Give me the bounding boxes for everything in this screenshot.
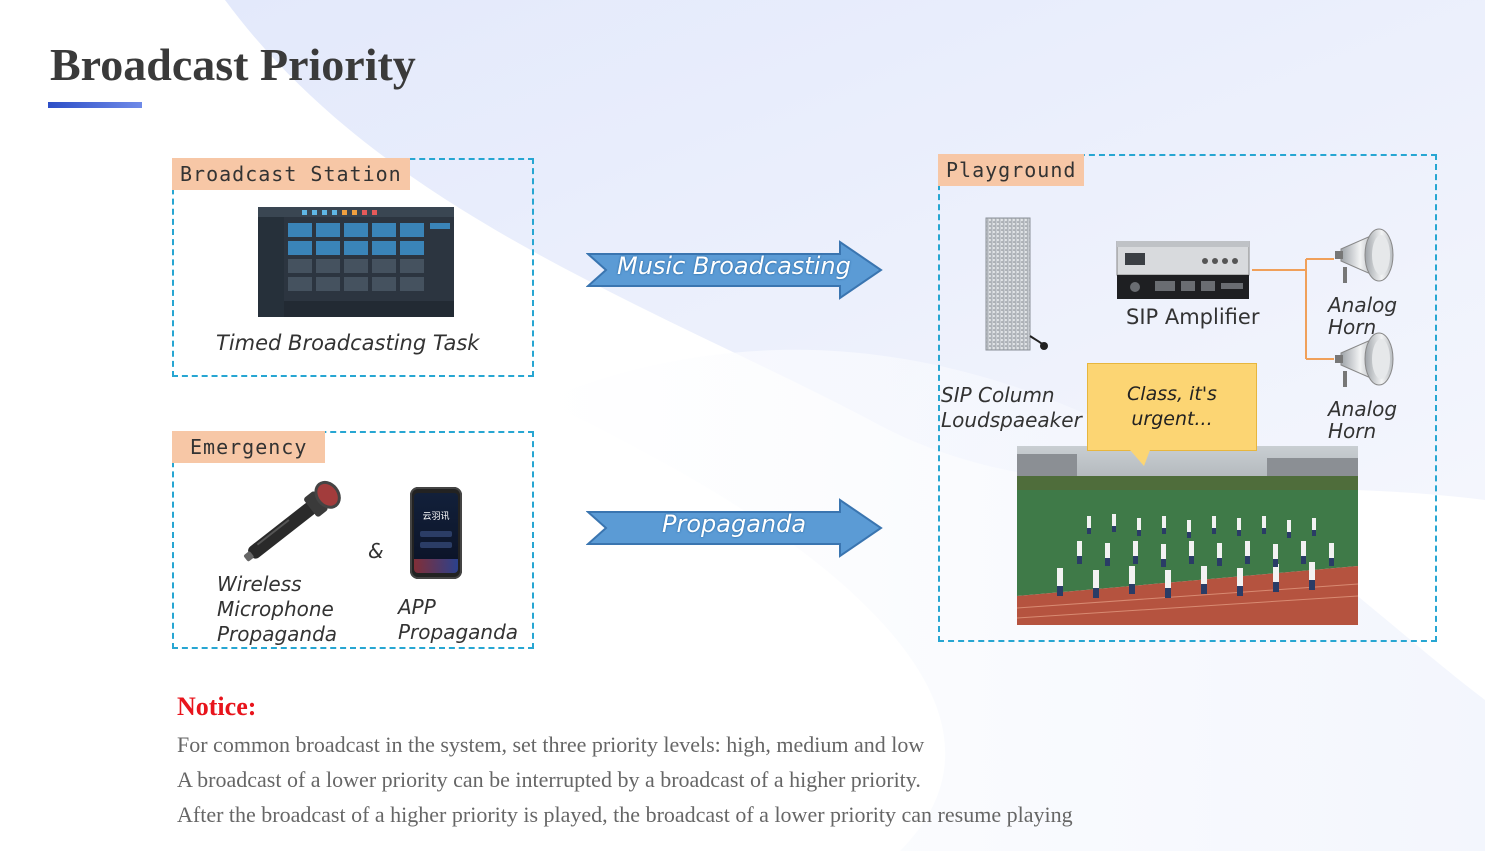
title-underline [48,102,142,108]
emergency-group: Emergency [172,431,534,649]
app-screen-text: 云羽讯 [422,512,450,522]
music-broadcasting-label: Music Broadcasting [617,252,851,280]
analog-horn-icon-bottom [1335,332,1394,387]
app-caption-line-1: APP [398,595,436,619]
ampersand-text: & [368,539,384,563]
horn-bottom-label-2: Horn [1328,419,1377,443]
propaganda-label: Propaganda [662,510,807,538]
playground-group: Playground [938,154,1437,642]
analog-horn-icon-top [1335,228,1394,283]
column-speaker-label-1: SIP Column [941,383,1055,407]
music-broadcasting-arrow [586,240,883,300]
sip-amplifier-label: SIP Amplifier [1126,305,1260,329]
playground-photo [1017,446,1358,625]
column-loudspeaker-icon [985,217,1048,351]
propaganda-arrow [586,498,883,558]
horn-top-label-2: Horn [1328,315,1377,339]
app-caption-line-2: Propaganda [398,620,519,644]
notice-title: Notice: [177,692,257,721]
playground-tag: Playground [938,154,1085,186]
notice-line-2: A broadcast of a lower priority can be i… [177,767,921,792]
notice-line-1: For common broadcast in the system, set … [177,732,925,757]
emergency-tag: Emergency [172,431,326,463]
notice-line-3: After the broadcast of a higher priority… [177,802,1073,827]
microphone-caption-line-1: Wireless [217,572,302,596]
page-title: Broadcast Priority [50,39,416,90]
microphone-icon [244,480,341,562]
microphone-caption-line-2: Microphone [217,597,334,621]
timed-broadcasting-caption: Timed Broadcasting Task [216,331,480,355]
broadcast-station-group: Broadcast Station [172,158,534,377]
smartphone-icon: 云羽讯 [410,487,462,579]
microphone-caption-line-3: Propaganda [217,622,338,646]
horn-bottom-label-1: Analog [1328,397,1398,421]
broadcast-station-tag: Broadcast Station [172,158,410,190]
software-screenshot-icon [258,207,454,317]
horn-top-label-1: Analog [1328,293,1398,317]
column-speaker-label-2: Loudspaeaker [941,408,1082,432]
sip-amplifier-icon [1116,241,1250,299]
horn-wiring [1252,258,1334,360]
urgent-callout-text: Class, it's urgent... [1127,383,1217,430]
urgent-callout-bubble: Class, it's urgent... [1087,363,1257,466]
